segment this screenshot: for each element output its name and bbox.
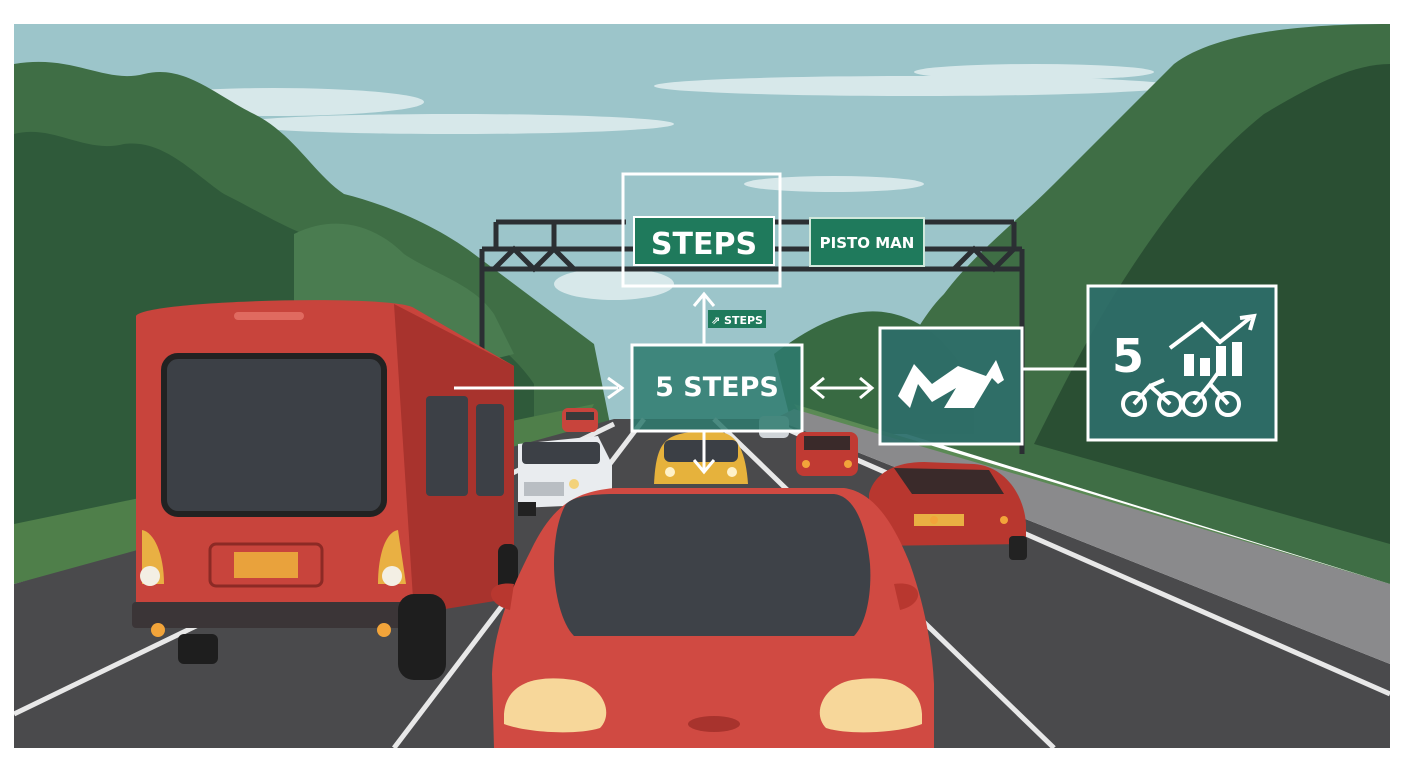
red-sedan-right	[869, 462, 1027, 560]
red-bus	[132, 300, 518, 680]
double-arrow-icon	[809, 376, 875, 400]
steps-gantry-sign	[633, 216, 775, 266]
small-gantry-sign-text: ⇗ STEPS	[711, 314, 763, 327]
white-suv	[518, 436, 612, 516]
chart-box	[1086, 284, 1278, 442]
secondary-gantry-sign-text: PISTO MAN	[820, 234, 915, 252]
five-steps-label: 5 STEPS	[655, 372, 779, 403]
steps-highlight-frame	[621, 172, 782, 288]
up-arrow-icon	[692, 291, 716, 307]
secondary-gantry-sign	[809, 217, 925, 267]
red-car-mid	[796, 432, 858, 476]
clouds	[124, 64, 1174, 300]
steps-gantry-sign-text: STEPS	[651, 227, 757, 262]
scene-frame: STEPS PISTO MAN ⇗ STEPS 5 STEPS	[14, 24, 1390, 748]
highway-scene: STEPS PISTO MAN ⇗ STEPS 5 STEPS	[14, 24, 1390, 748]
down-arrow-icon	[692, 459, 716, 475]
arrow-right-icon	[607, 376, 625, 400]
chart-box-number: 5	[1112, 329, 1144, 383]
yellow-car	[654, 432, 748, 484]
trend-up-icon	[898, 360, 1004, 408]
chart-cyclist-icon	[1121, 313, 1257, 417]
red-car-foreground	[490, 488, 934, 748]
small-gantry-sign	[708, 310, 766, 328]
five-steps-box	[630, 343, 804, 433]
